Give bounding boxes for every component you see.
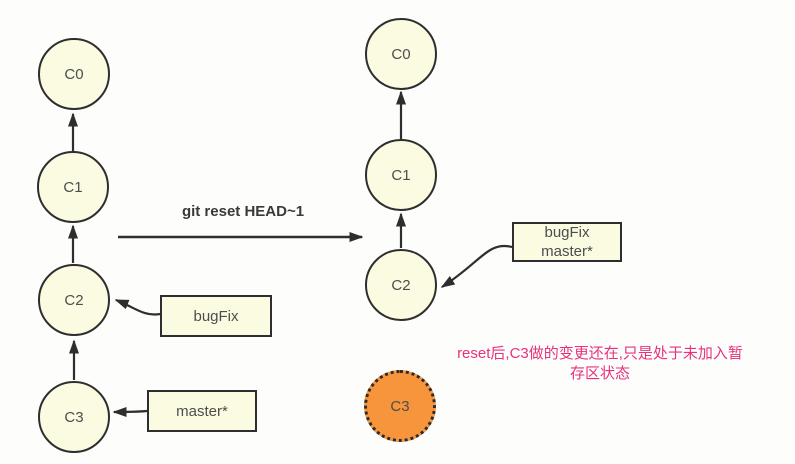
branch-name: master* xyxy=(176,402,228,420)
branch-name: master* xyxy=(541,243,593,260)
branch-label-combined-after: bugFix master* xyxy=(512,222,622,262)
branch-label-bugfix-before: bugFix xyxy=(160,295,272,337)
reset-note: reset后,C3做的变更还在,只是处于未加入暂 存区状态 xyxy=(438,344,762,384)
reset-note-line2: 存区状态 xyxy=(569,365,630,382)
commit-node-c0-after: C0 xyxy=(365,18,437,90)
commit-label: C3 xyxy=(390,397,410,415)
commit-node-c1-before: C1 xyxy=(37,151,109,223)
commit-label: C1 xyxy=(63,178,83,196)
commit-node-c2-after: C2 xyxy=(365,249,437,321)
commit-label: C0 xyxy=(391,45,411,63)
commit-label: C3 xyxy=(64,408,84,426)
commit-label: C2 xyxy=(391,276,411,294)
pointer-before-master-c3 xyxy=(112,406,148,417)
branch-name: bugFix xyxy=(193,307,239,325)
commit-node-c0-before: C0 xyxy=(38,38,110,110)
commit-node-c1-after: C1 xyxy=(365,139,437,211)
commit-node-c3-before: C3 xyxy=(38,381,110,453)
pointer-after-branches-c2 xyxy=(440,244,513,288)
commit-label: C2 xyxy=(64,291,84,309)
pointer-before-bugfix-c2 xyxy=(114,298,161,316)
commit-node-c3-orphan: C3 xyxy=(364,370,436,442)
commit-label: C0 xyxy=(64,65,84,83)
branch-label-master-before: master* xyxy=(147,390,257,432)
git-command-text: git reset HEAD~1 xyxy=(181,203,305,220)
branch-name: bugFix xyxy=(544,224,590,241)
commit-label: C1 xyxy=(391,166,411,184)
commit-node-c2-before: C2 xyxy=(38,264,110,336)
reset-note-line1: reset后,C3做的变更还在,只是处于未加入暂 xyxy=(457,345,743,362)
